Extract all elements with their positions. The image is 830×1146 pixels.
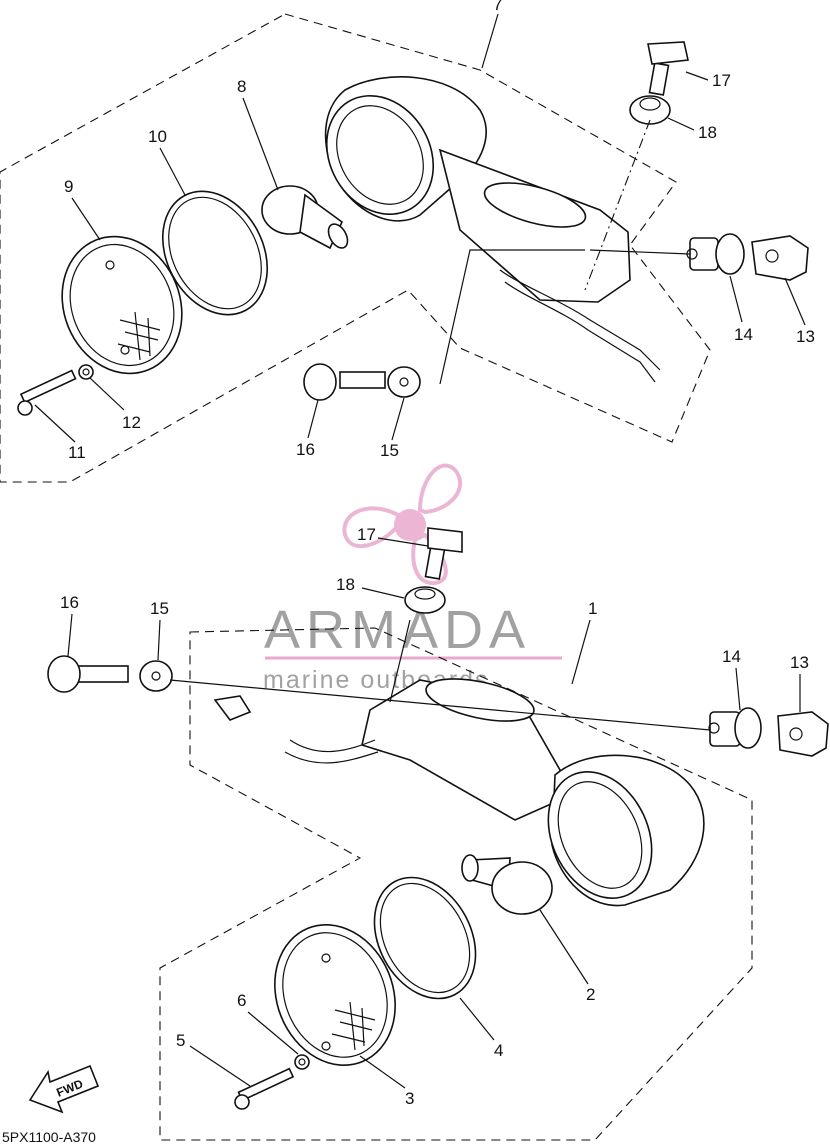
lower-spacer [404, 586, 446, 614]
upper-washer-small [78, 364, 94, 380]
part-code: 5PX1100-A370 [2, 1129, 96, 1145]
lower-grommet-nut [777, 711, 829, 757]
callout-18: 18 [336, 575, 355, 594]
upper-bulb [261, 185, 349, 250]
callout-12: 12 [122, 413, 141, 432]
upper-callouts: 7 8 9 10 11 12 13 14 15 16 17 18 [34, 0, 815, 462]
upper-assembly-boundary [0, 13, 711, 483]
callout-4: 4 [494, 1041, 503, 1060]
callout-7: 7 [493, 0, 502, 14]
callout-6: 6 [237, 991, 246, 1010]
upper-bolt-top [647, 41, 689, 96]
watermark-title: ARMADA [264, 600, 531, 660]
lower-bulb [461, 854, 553, 915]
upper-washer [387, 366, 421, 398]
lower-screw [234, 1067, 295, 1110]
lower-bolt-top [424, 527, 463, 580]
callout-17: 17 [712, 71, 731, 90]
callout-5: 5 [176, 1031, 185, 1050]
callout-10: 10 [148, 127, 167, 146]
lower-assembly [47, 527, 829, 1141]
callout-15: 15 [150, 599, 169, 618]
lower-rim [373, 876, 477, 1000]
callout-16: 16 [296, 440, 315, 459]
lower-washer-small [294, 1054, 310, 1070]
upper-lens [61, 235, 183, 375]
upper-assembly [0, 13, 809, 483]
callout-1: 1 [588, 599, 597, 618]
fwd-arrow-icon: FWD [28, 1064, 100, 1114]
callout-15: 15 [380, 441, 399, 460]
callout-9: 9 [64, 177, 73, 196]
upper-bolt [303, 363, 386, 401]
lower-bolt [47, 655, 129, 693]
callout-11: 11 [68, 443, 86, 462]
callout-16: 16 [60, 593, 79, 612]
lower-assembly-boundary [159, 627, 753, 1141]
upper-lamp-housing [324, 76, 661, 383]
callout-2: 2 [586, 985, 595, 1004]
upper-collar [686, 233, 745, 275]
upper-rim [161, 190, 269, 316]
upper-screw [17, 369, 77, 416]
watermark: ARMADA marine outboards [263, 463, 562, 694]
callout-17: 17 [357, 525, 376, 544]
lower-lamp-housing [213, 678, 705, 907]
callout-18: 18 [698, 123, 717, 142]
callout-3: 3 [405, 1089, 414, 1108]
callout-14: 14 [722, 647, 741, 666]
callout-13: 13 [796, 327, 815, 346]
lower-collar [708, 707, 762, 749]
callout-13: 13 [790, 653, 809, 672]
upper-grommet-nut [751, 235, 809, 281]
lower-callouts: 1 2 3 4 5 6 13 14 15 16 17 18 [60, 525, 809, 1108]
lower-lens [274, 923, 396, 1067]
callout-14: 14 [734, 325, 753, 344]
lower-washer [139, 660, 173, 692]
callout-8: 8 [237, 77, 246, 96]
